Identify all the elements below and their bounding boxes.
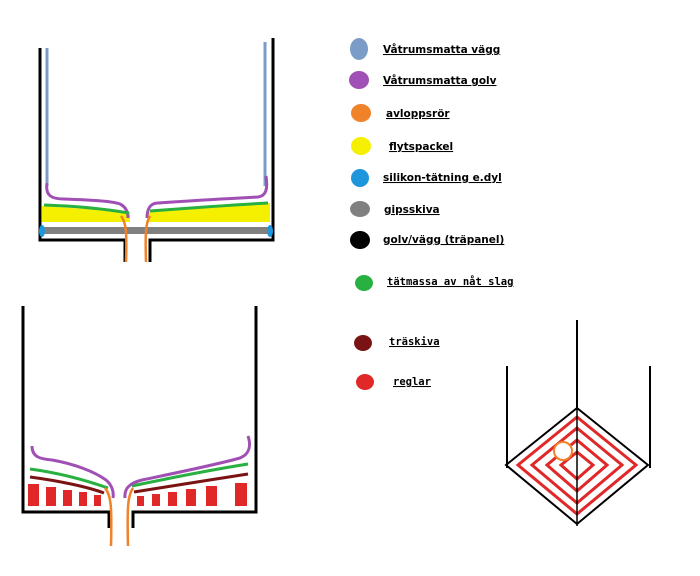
top-wood-frame-left xyxy=(38,48,127,262)
top-gypsum-board xyxy=(42,227,270,234)
top-screed-right xyxy=(148,203,270,222)
top-silicone-right xyxy=(267,225,273,237)
legend-label-wall-mat: Våtrumsmatta vägg xyxy=(383,43,500,56)
bottom-joists-left xyxy=(28,484,101,506)
legend: Våtrumsmatta vägg Våtrumsmatta golv avlo… xyxy=(349,38,513,390)
plan-view-diagram xyxy=(504,320,651,526)
legend-label-wood: golv/vägg (träpanel) xyxy=(383,234,504,246)
bottom-wood-frame-left xyxy=(21,306,111,528)
legend-blob-icon xyxy=(351,169,369,187)
bottom-pipe-right xyxy=(126,487,135,547)
bottom-board-left xyxy=(29,475,105,495)
legend-label-screed: flytspackel xyxy=(389,141,453,153)
bottom-joists-right xyxy=(137,483,247,506)
legend-blob-icon xyxy=(356,374,374,390)
top-floor-mat-right xyxy=(145,175,269,219)
legend-label-floor-mat: Våtrumsmatta golv xyxy=(383,74,497,87)
bottom-floor-mat-right xyxy=(123,435,251,499)
legend-blob-icon xyxy=(349,71,369,89)
legend-blob-icon xyxy=(350,231,370,249)
top-floor-mat-left xyxy=(45,182,130,219)
bottom-floor-mat-left xyxy=(30,445,115,499)
bottom-pipe-left xyxy=(104,487,113,547)
top-sealant-left xyxy=(43,203,130,215)
top-pipe-right xyxy=(144,215,152,263)
legend-blob-icon xyxy=(351,104,371,122)
legend-label-sealant: tätmassa av nåt slag xyxy=(387,275,513,288)
top-silicone-left xyxy=(39,225,45,237)
bottom-sealant-right xyxy=(131,462,249,488)
legend-label-joist: reglar xyxy=(393,376,431,388)
top-sealant-right xyxy=(149,201,269,213)
bottom-sealant-left xyxy=(29,467,109,490)
legend-blob-icon xyxy=(355,275,373,291)
top-pipe-left xyxy=(119,215,128,263)
legend-blob-icon xyxy=(351,137,371,155)
bottom-left-section-diagram xyxy=(21,306,258,547)
legend-blob-icon xyxy=(354,335,372,351)
legend-label-silicone: silikon-tätning e.dyl xyxy=(383,172,502,184)
legend-label-board: träskiva xyxy=(389,336,440,348)
legend-label-gypsum: gipsskiva xyxy=(384,204,440,216)
legend-label-pipe: avloppsrör xyxy=(386,108,450,120)
bottom-wood-frame-right xyxy=(131,306,258,528)
top-screed-left xyxy=(42,206,130,222)
top-section-diagram xyxy=(38,38,275,263)
legend-blob-icon xyxy=(350,201,370,217)
plan-drain xyxy=(553,441,573,461)
bottom-board-right xyxy=(133,472,249,494)
legend-blob-icon xyxy=(350,38,368,60)
top-wood-frame-right xyxy=(148,38,275,262)
